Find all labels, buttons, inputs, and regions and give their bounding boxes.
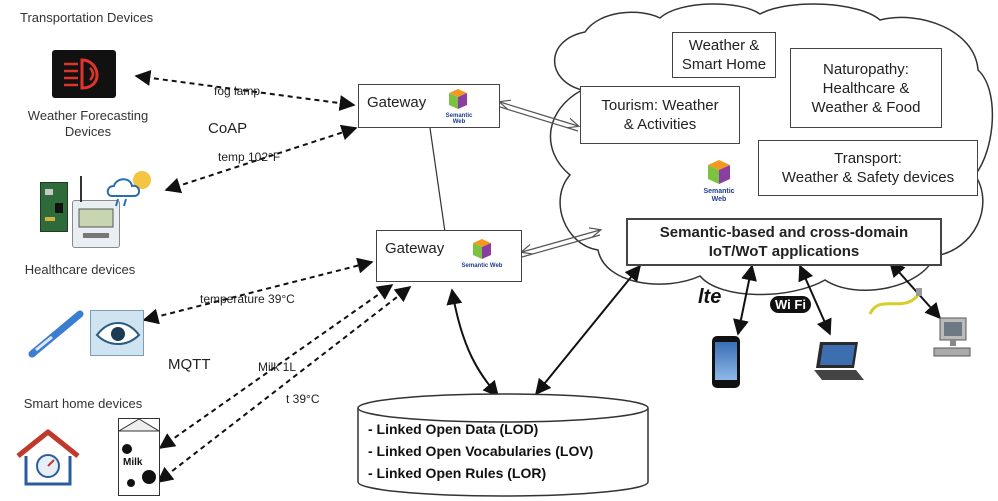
phone-arrow [733, 264, 757, 336]
transport-line1: Transport: [834, 150, 902, 167]
temperature-c-arrow [142, 257, 374, 325]
semantic-apps-box: Semantic-based and cross-domain IoT/WoT … [626, 218, 942, 266]
weather-forecasting-devices-label: Weather Forecasting Devices [27, 108, 149, 139]
t-c-arrow [156, 286, 412, 483]
semantic-apps-line2: IoT/WoT applications [708, 243, 860, 260]
semantic-apps-line1: Semantic-based and cross-domain [659, 224, 909, 241]
weather-smart-home-line1: Weather & [688, 37, 760, 54]
temp-f-arrow [164, 124, 358, 194]
naturopathy-line2: Healthcare & [822, 79, 910, 97]
gateway-1: Gateway Semantic Web [358, 84, 500, 128]
eye-scan-icon [90, 310, 144, 356]
gateway1-cloud-arrow [500, 102, 578, 132]
transportation-devices-label: Transportation Devices [20, 10, 154, 25]
transport-line2: Weather & Safety devices [781, 169, 955, 186]
antenna-icon [80, 176, 82, 202]
database-item-lor: - Linked Open Rules (LOR) [368, 465, 547, 481]
fog-lamp-icon [52, 50, 116, 98]
laptop-arrow [798, 264, 832, 336]
naturopathy-line3: Weather & Food [811, 98, 921, 116]
semantic-web-logo-text: Semantic Web [703, 188, 735, 203]
weather-cloud-icon [104, 166, 160, 208]
database-item-lod: - Linked Open Data (LOD) [368, 421, 539, 437]
smart-home-devices-label: Smart home devices [23, 396, 143, 411]
naturopathy-line1: Naturopathy: [823, 60, 909, 78]
smartphone-icon [712, 336, 740, 388]
desktop-computer-icon [930, 316, 976, 360]
smart-home-icon [12, 426, 84, 488]
milk-carton-icon: Milk [118, 418, 160, 496]
fog-lamp-arrow [134, 69, 356, 112]
database-item-lov: - Linked Open Vocabularies (LOV) [368, 443, 594, 459]
healthcare-devices-label: Healthcare devices [24, 262, 136, 277]
naturopathy-box: Naturopathy: Healthcare & Weather & Food [790, 48, 942, 128]
edge-label-temp-f: temp 102°F [218, 150, 281, 164]
gateway-2: Gateway Semantic Web [376, 230, 522, 282]
gateway2-cloud-arrow [522, 230, 600, 258]
gateway-2-label: Gateway [385, 240, 445, 257]
database-cylinder [357, 393, 649, 497]
gateway-link-line [429, 127, 446, 233]
db-apps-arrow [534, 264, 642, 396]
milk-carton-text: Milk [123, 457, 143, 468]
edge-label-fog-lamp: fog lamp [214, 84, 261, 98]
tourism-line2: & Activities [623, 116, 697, 133]
mqtt-label: MQTT [168, 356, 211, 373]
edge-label-t-c: t 39°C [286, 392, 320, 406]
edge-label-milk: Milk 1L [258, 360, 297, 374]
wifi-logo: Wi Fi [770, 296, 811, 313]
laptop-icon [812, 340, 866, 384]
transport-box: Transport: Weather & Safety devices [758, 140, 978, 196]
gateway-1-label: Gateway [367, 94, 427, 111]
coap-label: CoAP [208, 120, 248, 137]
semantic-web-logo-text: Semantic Web [461, 263, 503, 269]
sensor-board-icon [40, 182, 68, 232]
cable-icon [866, 286, 924, 320]
medical-thermometer-icon [26, 308, 86, 358]
weather-smart-home-line2: Smart Home [681, 56, 767, 73]
lte-logo: lte [698, 286, 722, 308]
weather-smart-home-box: Weather & Smart Home [672, 32, 776, 78]
gateway-db-arrow [446, 288, 500, 398]
tourism-box: Tourism: Weather & Activities [580, 86, 740, 144]
semantic-web-logo-text: Semantic Web [445, 113, 473, 125]
tourism-line1: Tourism: Weather [601, 97, 719, 114]
pc-arrow [888, 260, 942, 320]
edge-label-temperature-c: temperature 39°C [200, 292, 295, 306]
thermometer-device-icon [72, 200, 120, 248]
linked-data-list: - Linked Open Data (LOD) - Linked Open V… [368, 418, 593, 484]
